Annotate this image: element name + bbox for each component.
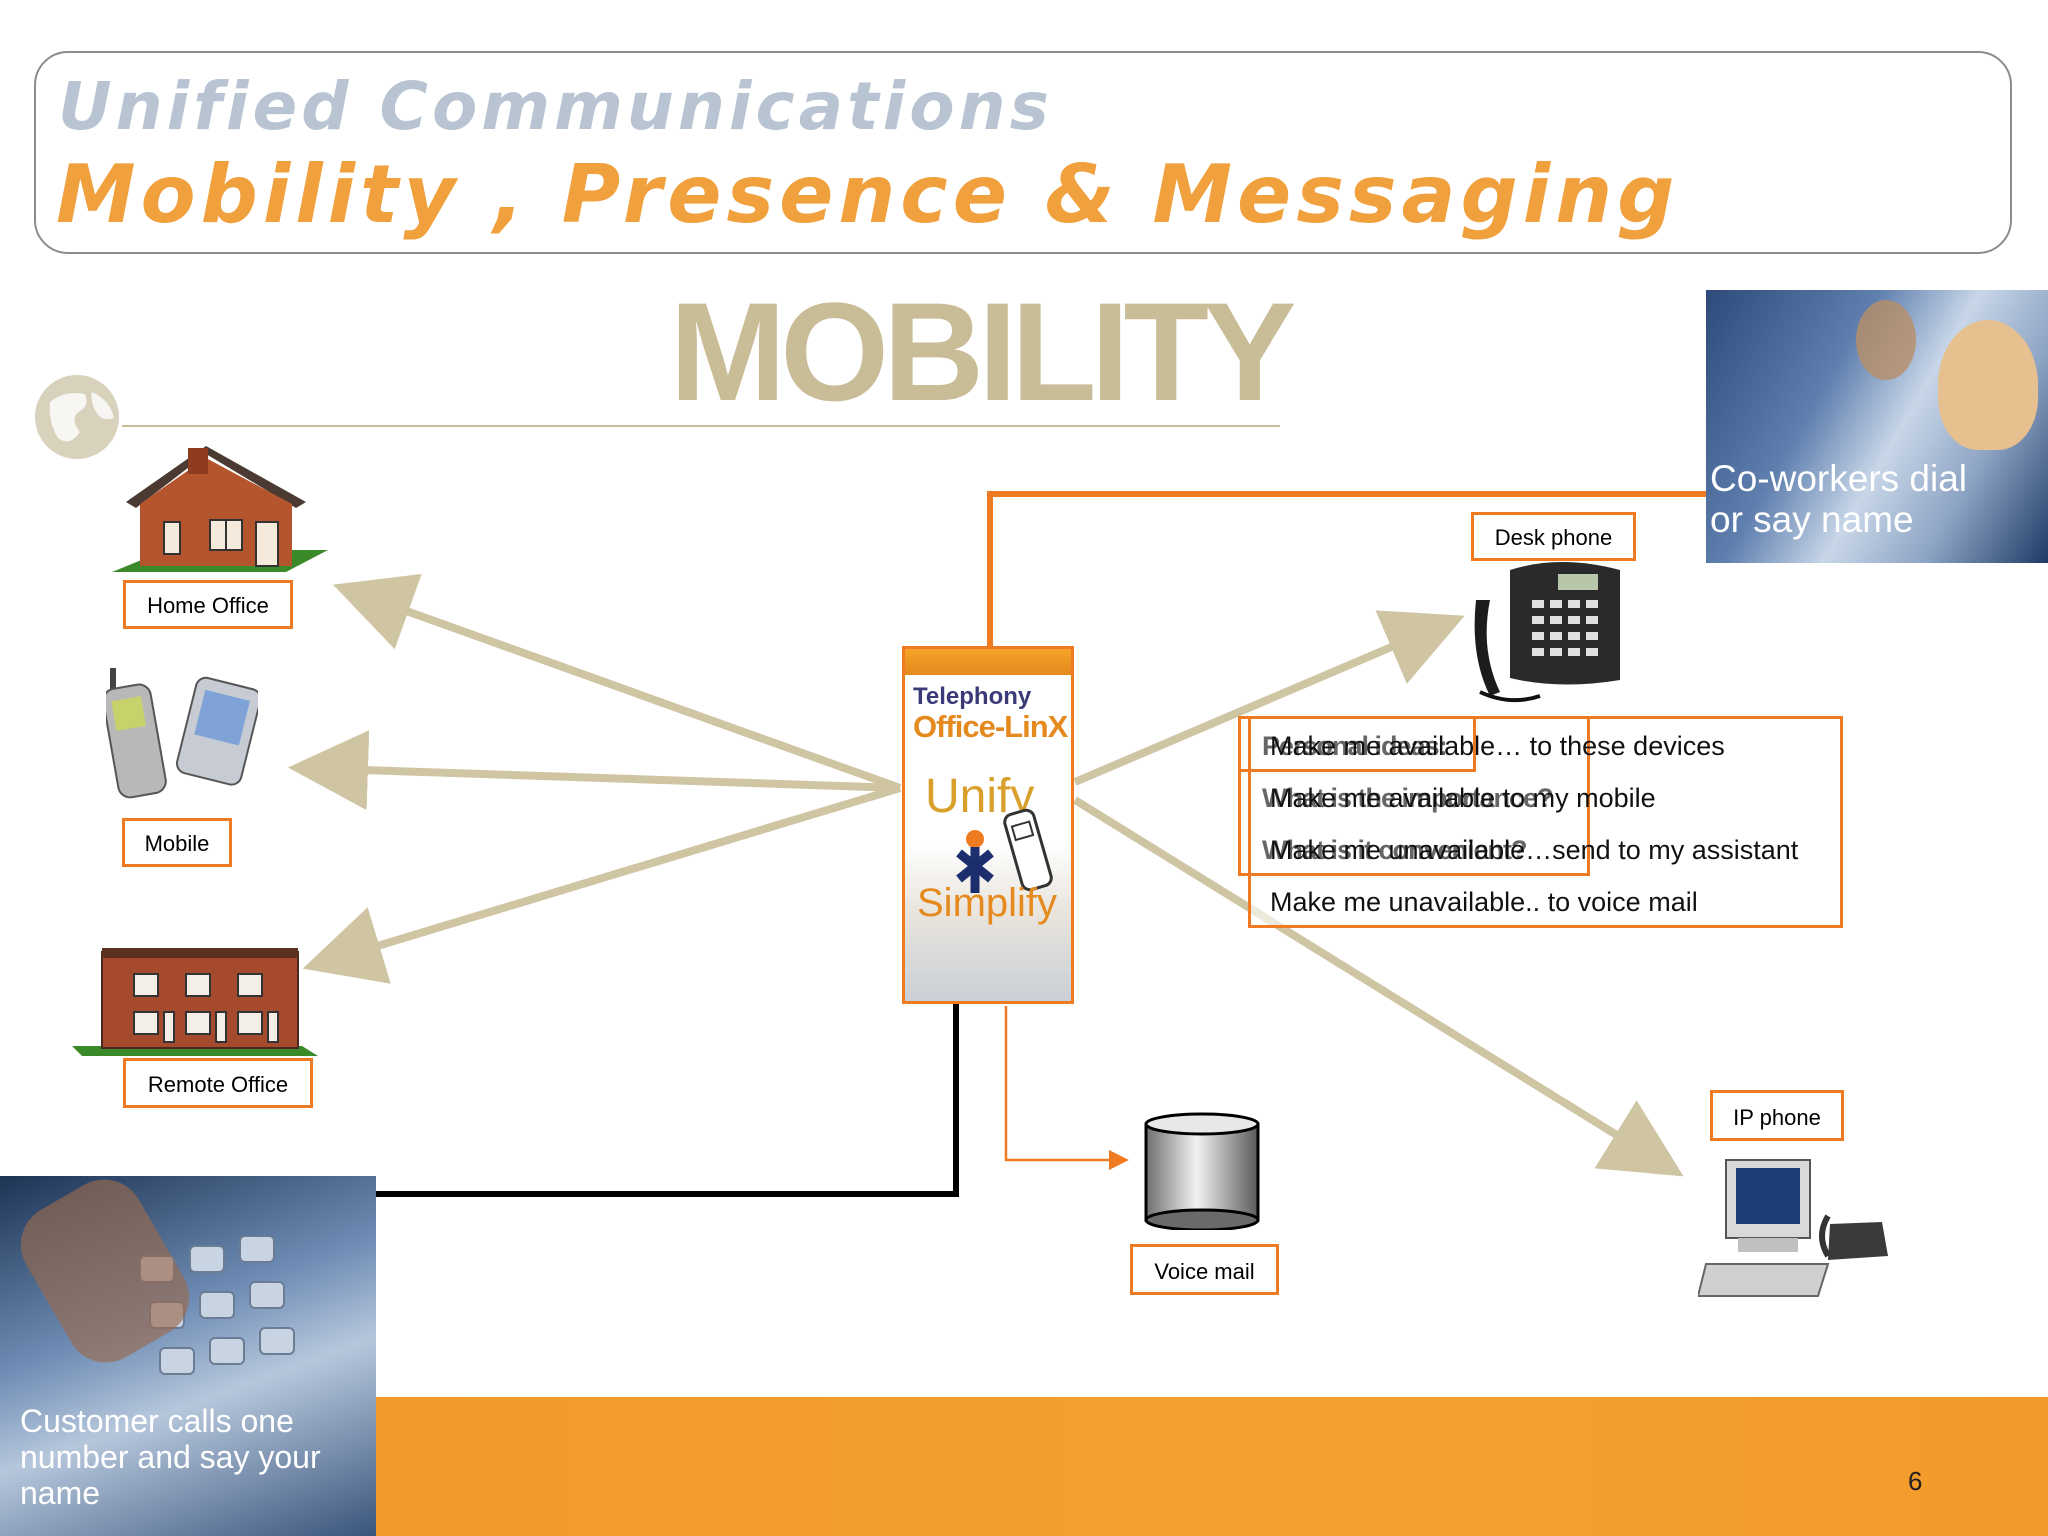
overlap-box-2	[1238, 716, 1590, 876]
desk-phone-label: Desk phone	[1471, 512, 1636, 561]
product-name: Office-LinX	[913, 709, 1068, 744]
customer-photo: Customer calls one number and say your n…	[0, 1176, 376, 1536]
cordless-phone-icon	[1003, 808, 1053, 892]
slide-title: MOBILITY	[669, 273, 1297, 430]
customer-caption: Customer calls one number and say your n…	[20, 1403, 321, 1511]
house-icon	[112, 446, 328, 572]
overlap-line-2: What is the importance?	[1262, 783, 1554, 813]
product-brand: Telephony	[913, 683, 1032, 710]
feature-line-4: Make me unavailable.. to voice mail	[1270, 887, 1698, 917]
title-rule	[35, 375, 1280, 459]
coworkers-caption: Co-workers dial or say name	[1710, 458, 1968, 541]
building-icon	[72, 948, 318, 1056]
pda-icon	[175, 676, 258, 786]
cellphone-icon	[106, 668, 258, 799]
remote-office-label: Remote Office	[123, 1058, 313, 1108]
mobile-label: Mobile	[122, 818, 232, 867]
overlap-line-1: Personal ideas:	[1262, 731, 1448, 761]
coworkers-photo: Co-workers dial or say name	[1706, 290, 2048, 563]
office-linx-box: Telephony Office-LinX Unify Simplify	[902, 646, 1074, 1004]
slogan-simplify: Simplify	[917, 881, 1058, 925]
header-title: Unified Communications	[58, 68, 1053, 145]
footer-band	[375, 1397, 2048, 1536]
globe-icon	[35, 375, 119, 459]
voice-mail-label: Voice mail	[1130, 1244, 1279, 1295]
ip-phone-label: IP phone	[1710, 1090, 1844, 1141]
box-top-band	[905, 649, 1071, 675]
header-frame	[34, 51, 2012, 254]
feature-line-2: Make me available to my mobile	[1270, 783, 1656, 813]
ip-phone-icon	[1698, 1159, 1888, 1297]
features-box	[1248, 716, 1843, 928]
header-subtitle: Mobility , Presence & Messaging	[56, 148, 1680, 241]
agent-face	[1938, 320, 2038, 450]
desk-phone-icon	[1474, 562, 1620, 703]
overlap-line-3: What is it convenient?	[1262, 835, 1528, 865]
home-office-label: Home Office	[123, 580, 293, 629]
feature-line-3: Make me unavailable…send to my assistant	[1270, 835, 1799, 865]
database-icon	[1144, 1112, 1260, 1230]
feature-line-1: Make me available… to these devices	[1270, 731, 1725, 761]
unify-logo-icon	[956, 830, 994, 893]
page-number: 6	[1908, 1466, 1923, 1496]
agent-face-2	[1856, 300, 1916, 380]
